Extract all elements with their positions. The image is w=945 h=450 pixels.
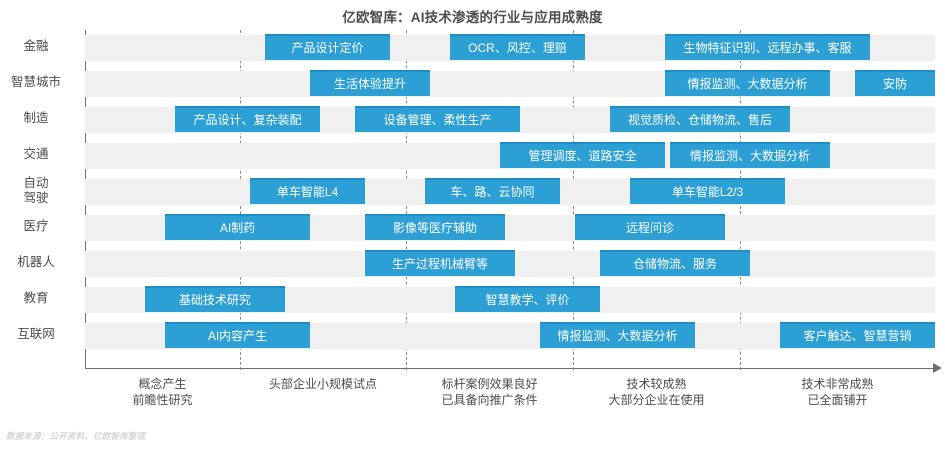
x-axis-stage-line: 大部分企业在使用 [608, 393, 705, 407]
y-axis-label-line: 自动 [23, 176, 49, 190]
bar-segment[interactable]: 影像等医疗辅助 [365, 214, 505, 240]
x-axis-stage-line: 技术较成熟 [626, 377, 687, 391]
source-note: 数据来源：公开资料、亿欧智库整理 [6, 431, 146, 441]
x-axis-stage-line: 技术非常成熟 [801, 377, 874, 391]
x-axis-stage-line: 标杆案例效果良好 [441, 377, 538, 391]
x-axis-stage-label: 标杆案例效果良好已具备向推广条件 [405, 376, 575, 408]
bar-segment[interactable]: 单车智能L2/3 [630, 178, 785, 204]
x-axis-stage-label: 技术非常成熟已全面铺开 [753, 376, 923, 408]
bar-segment[interactable]: 生产过程机械臂等 [365, 250, 515, 276]
bar-segment[interactable]: AI内容产生 [165, 322, 310, 348]
bar-segment[interactable]: 安防 [855, 70, 935, 96]
x-axis-stage-line: 头部企业小规模试点 [268, 377, 377, 391]
y-axis-label-line: 金融 [23, 39, 49, 53]
y-axis-label-制造: 制造 [0, 111, 72, 126]
y-axis-label-互联网: 互联网 [0, 327, 72, 342]
x-axis-stage-label: 头部企业小规模试点 [238, 376, 408, 392]
chart-row: 产品设计、复杂装配 设备管理、柔性生产 视觉质检、仓储物流、售后 [85, 102, 935, 138]
chart-row: 产品设计定价 OCR、风控、理赔 生物特征识别、远程办事、客服 [85, 30, 935, 66]
x-axis-stage-label: 技术较成熟大部分企业在使用 [572, 376, 742, 408]
y-axis-label-line: 智慧城市 [10, 75, 61, 89]
x-axis-arrow-icon [933, 363, 942, 373]
bar-segment[interactable]: 仓储物流、服务 [600, 250, 750, 276]
y-axis-label-line: 交通 [23, 147, 49, 161]
y-axis-label-line: 机器人 [17, 255, 55, 269]
chart-row: 生活体验提升 情报监测、大数据分析安防 [85, 66, 935, 102]
y-axis-label-教育: 教育 [0, 291, 72, 306]
y-axis-label-医疗: 医疗 [0, 219, 72, 234]
bar-segment[interactable]: 生活体验提升 [310, 70, 430, 96]
bar-segment[interactable]: 生物特征识别、远程办事、客服 [665, 34, 870, 60]
bar-segment[interactable]: 单车智能L4 [250, 178, 365, 204]
bar-segment[interactable]: 基础技术研究 [145, 286, 285, 312]
chart-row: AI内容产生 情报监测、大数据分析 客户触达、智慧营销 [85, 318, 935, 354]
bar-segment[interactable]: 情报监测、大数据分析 [670, 142, 830, 168]
y-axis-label-交通: 交通 [0, 147, 72, 162]
y-axis-label-line: 互联网 [17, 327, 55, 341]
bar-segment[interactable]: 远程问诊 [575, 214, 725, 240]
y-axis-label-line: 教育 [23, 291, 49, 305]
bar-segment[interactable]: 产品设计定价 [265, 34, 390, 60]
bar-segment[interactable]: 管理调度、道路安全 [500, 142, 665, 168]
chart-row: 生产过程机械臂等 仓储物流、服务 [85, 246, 935, 282]
bar-segment[interactable]: AI制药 [165, 214, 310, 240]
x-axis-stage-line: 已全面铺开 [807, 393, 868, 407]
chart-row: 单车智能L4 车、路、云协同 单车智能L2/3 [85, 174, 935, 210]
y-axis-label-机器人: 机器人 [0, 255, 72, 270]
y-axis-label-智慧城市: 智慧城市 [0, 75, 72, 90]
y-axis-label-line: 医疗 [23, 219, 49, 233]
bar-segment[interactable]: 情报监测、大数据分析 [540, 322, 695, 348]
bar-segment[interactable]: 设备管理、柔性生产 [355, 106, 520, 132]
x-axis-stage-line: 概念产生 [138, 377, 187, 391]
bar-segment[interactable]: 情报监测、大数据分析 [665, 70, 830, 96]
x-axis-stage-label: 概念产生前瞻性研究 [78, 376, 248, 408]
chart-row: 基础技术研究 智慧教学、评价 [85, 282, 935, 318]
chart-row: AI制药 影像等医疗辅助 远程问诊 [85, 210, 935, 246]
bar-segment[interactable]: 客户触达、智慧营销 [780, 322, 935, 348]
y-axis-label-line: 制造 [23, 111, 49, 125]
chart-row: 管理调度、道路安全情报监测、大数据分析 [85, 138, 935, 174]
x-axis-line [85, 368, 937, 369]
y-axis-label-自动驾驶: 自动驾驶 [0, 176, 72, 206]
bar-segment[interactable]: 智慧教学、评价 [455, 286, 600, 312]
chart-title: 亿欧智库：AI技术渗透的行业与应用成熟度 [342, 10, 603, 25]
bar-segment[interactable]: 车、路、云协同 [425, 178, 560, 204]
y-axis-label-line: 驾驶 [23, 191, 49, 205]
bar-segment[interactable]: 视觉质检、仓储物流、售后 [610, 106, 790, 132]
x-axis-stage-line: 已具备向推广条件 [441, 393, 538, 407]
bar-segment[interactable]: 产品设计、复杂装配 [175, 106, 320, 132]
bar-segment[interactable]: OCR、风控、理赔 [450, 34, 585, 60]
y-axis-label-金融: 金融 [0, 39, 72, 54]
x-axis-stage-line: 前瞻性研究 [132, 393, 193, 407]
